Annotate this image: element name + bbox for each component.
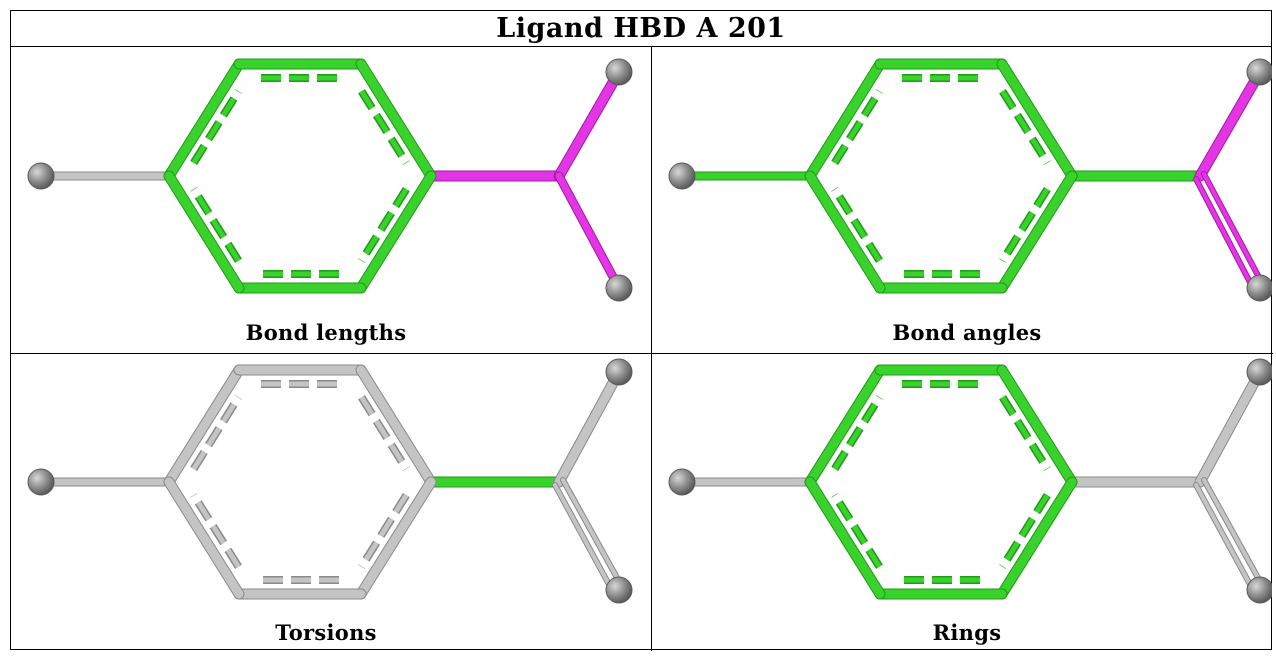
bond-down-b [560, 477, 624, 588]
atom-bottom-right [1246, 576, 1272, 604]
ring-bond-3 [355, 364, 437, 488]
ring-dash-3 [999, 89, 1051, 166]
caption-bond-lengths: Bond lengths [245, 320, 407, 345]
atom-left [668, 468, 696, 496]
bond-up [553, 66, 625, 182]
bond-down-a [552, 482, 615, 593]
molecule-torsions [27, 358, 633, 604]
ring-dash-4 [999, 492, 1051, 569]
ring-dash-6 [831, 186, 883, 263]
ring-dash-1 [831, 89, 883, 166]
bond-up [1194, 66, 1266, 182]
ring-bond-6 [804, 170, 886, 294]
figure-frame: Ligand HBD A 201 Bond lengths Bond angle… [10, 10, 1273, 651]
atom-left [27, 162, 55, 190]
atom-left [668, 162, 696, 190]
ring-bond-3 [355, 58, 437, 182]
ring-bond-6 [804, 476, 886, 600]
caption-torsions: Torsions [275, 620, 377, 645]
ring-dash-6 [190, 492, 242, 569]
ring-dash-4 [999, 186, 1051, 263]
ring-bond-1 [163, 364, 245, 488]
panel-bond-lengths: Bond lengths [11, 48, 641, 352]
row-divider [11, 353, 1273, 354]
ring-bond-4 [355, 170, 437, 294]
caption-bond-angles: Bond angles [892, 320, 1042, 345]
ring-dash-1 [190, 395, 242, 472]
atom-left [27, 468, 55, 496]
bond-down-a [1193, 482, 1256, 593]
bond-up [1194, 366, 1266, 488]
atom-top-right [1246, 58, 1272, 86]
ring-dash-4 [358, 492, 410, 569]
ring-dash-3 [999, 395, 1051, 472]
ring-bond-3 [996, 364, 1078, 488]
ring-dash-3 [358, 89, 410, 166]
atom-bottom-right [605, 274, 633, 302]
ring-bond-6 [163, 476, 245, 600]
molecule-bond-lengths [27, 58, 633, 302]
molecule-bond-angles [668, 58, 1272, 302]
ring-dash-6 [831, 492, 883, 569]
ring-dash-1 [190, 89, 242, 166]
ring-bond-3 [996, 58, 1078, 182]
atom-top-right [605, 358, 633, 386]
bond-up [553, 366, 625, 488]
ring-bond-4 [996, 476, 1078, 600]
atom-top-right [1246, 358, 1272, 386]
atom-bottom-right [1246, 274, 1272, 302]
figure-title: Ligand HBD A 201 [11, 11, 1271, 47]
caption-rings: Rings [932, 620, 1002, 645]
ring-bond-4 [355, 476, 437, 600]
ring-dash-3 [358, 395, 410, 472]
ring-bond-1 [804, 58, 886, 182]
ring-bond-6 [163, 170, 245, 294]
panel-rings: Rings [652, 354, 1276, 658]
panel-torsions: Torsions [11, 354, 641, 658]
bond-down [554, 171, 624, 293]
atom-top-right [605, 58, 633, 86]
ring-dash-4 [358, 186, 410, 263]
molecule-rings [668, 358, 1272, 604]
panel-bond-angles: Bond angles [652, 48, 1276, 352]
ring-bond-1 [804, 364, 886, 488]
bond-down-a [1193, 176, 1256, 291]
ring-dash-6 [190, 186, 242, 263]
bond-down-b [1201, 171, 1265, 286]
atom-bottom-right [605, 576, 633, 604]
column-divider [651, 47, 652, 651]
bond-down-b [1201, 477, 1265, 588]
ring-dash-1 [831, 395, 883, 472]
ring-bond-4 [996, 170, 1078, 294]
ring-bond-1 [163, 58, 245, 182]
